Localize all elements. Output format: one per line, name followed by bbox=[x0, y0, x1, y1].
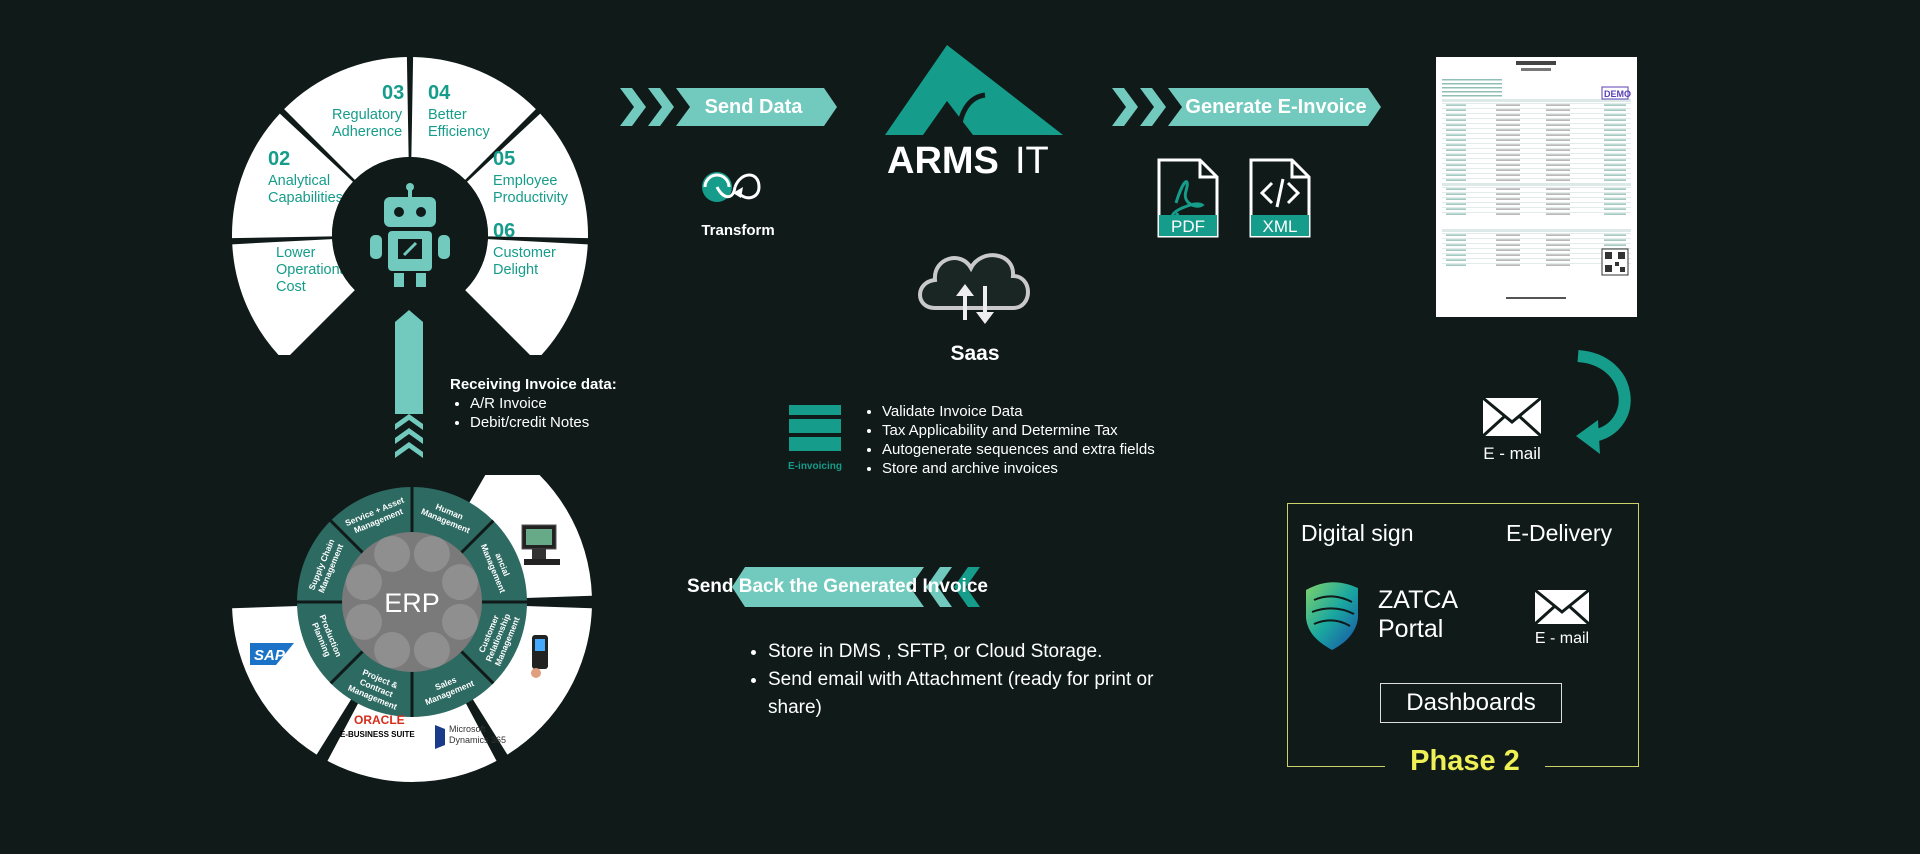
zatca-shield-icon bbox=[1306, 582, 1358, 650]
benefit-text: Lower bbox=[276, 245, 316, 261]
zatca-portal-label: ZATCA Portal bbox=[1378, 586, 1458, 644]
benefits-wheel: 03RegulatoryAdherence04BetterEfficiency0… bbox=[232, 57, 588, 355]
benefit-text: Regulatory bbox=[332, 107, 403, 123]
receiving-title: Receiving Invoice data: bbox=[450, 376, 617, 393]
benefit-text: Employee bbox=[493, 173, 557, 189]
e-invoicing-logo bbox=[789, 405, 841, 451]
benefit-text: Better bbox=[428, 107, 467, 123]
arms-it-logo: ARMS IT bbox=[885, 45, 1063, 178]
generate-einvoice-label: Generate E-Invoice bbox=[1185, 95, 1367, 118]
dynamics-logo-sub: Dynamics 365 bbox=[449, 735, 506, 745]
benefit-sector-04 bbox=[411, 57, 536, 180]
transform-label: Transform bbox=[701, 222, 775, 239]
send-back-arrow bbox=[732, 567, 980, 607]
curved-down-arrow bbox=[1576, 350, 1631, 454]
arms-brand-text: ARMS bbox=[887, 140, 999, 178]
phase2-email-label: E - mail bbox=[1534, 630, 1590, 647]
sap-logo-text: SAP bbox=[254, 647, 286, 664]
delivery-item: Send email with Attachment (ready for pr… bbox=[768, 666, 1208, 722]
benefit-text: Operational bbox=[276, 262, 351, 278]
xml-label: XML bbox=[1263, 217, 1298, 236]
erp-logo-sector bbox=[327, 699, 497, 782]
email-icon bbox=[1481, 396, 1543, 438]
qr-code-icon bbox=[1601, 248, 1629, 276]
benefit-number: 06 bbox=[493, 220, 515, 242]
benefit-number: 05 bbox=[493, 148, 515, 170]
e-delivery-label: E-Delivery bbox=[1506, 520, 1613, 546]
robot-icon bbox=[370, 183, 450, 287]
send-data-label: Send Data bbox=[704, 95, 803, 118]
einvoice-feature: Tax Applicability and Determine Tax bbox=[882, 421, 1155, 440]
receiving-item: A/R Invoice bbox=[470, 394, 710, 413]
e-invoicing-label: E-invoicing bbox=[788, 461, 842, 472]
dashboards-button[interactable]: Dashboards bbox=[1380, 683, 1562, 723]
send-back-label: Send Back the Generated Invoice bbox=[687, 576, 988, 597]
benefit-text: Capabilities bbox=[268, 190, 343, 206]
benefit-sector-01 bbox=[232, 239, 355, 355]
benefit-text: Adherence bbox=[332, 124, 402, 140]
benefit-sector-05 bbox=[467, 113, 588, 239]
digital-sign-label: Digital sign bbox=[1301, 520, 1414, 546]
einvoice-feature-list: Validate Invoice Data Tax Applicability … bbox=[862, 402, 1155, 478]
generate-einvoice-arrow bbox=[1112, 88, 1381, 126]
transform-icon bbox=[702, 172, 761, 202]
benefit-text: Customer bbox=[493, 245, 556, 261]
dynamics-logo-text: Microsoft bbox=[449, 724, 486, 734]
benefit-number: 02 bbox=[268, 148, 290, 170]
cloud-sync-icon bbox=[918, 253, 1030, 324]
saas-label: Saas bbox=[950, 342, 1000, 365]
einvoice-feature: Validate Invoice Data bbox=[882, 402, 1155, 421]
benefit-label-01: 01LowerOperationalCost bbox=[268, 220, 351, 295]
demo-tag: DEMO bbox=[1604, 89, 1631, 99]
pdf-label: PDF bbox=[1171, 217, 1205, 236]
zatca-line2: Portal bbox=[1378, 615, 1444, 643]
benefit-sector-02 bbox=[232, 113, 353, 239]
phase2-title: Phase 2 bbox=[1385, 745, 1545, 778]
invoice-document-lines: DEMO bbox=[1442, 61, 1631, 299]
erp-wheel: HumanManagementancialManagementCustomerR… bbox=[232, 475, 592, 782]
erp-logo-sector bbox=[470, 605, 592, 755]
receiving-item: Debit/credit Notes bbox=[470, 413, 710, 432]
send-data-arrow bbox=[620, 88, 837, 126]
pdf-file-icon: PDF bbox=[1157, 158, 1219, 238]
phase2-email-icon bbox=[1533, 588, 1591, 626]
benefit-sector-06 bbox=[465, 239, 588, 355]
benefit-text: Cost bbox=[276, 279, 306, 295]
upward-arrow bbox=[395, 310, 423, 458]
handheld-scanner-icon bbox=[531, 635, 548, 678]
oracle-logo: ORACLE E-BUSINESS SUITE bbox=[340, 713, 415, 739]
pos-terminal-icon bbox=[521, 524, 560, 565]
einvoice-feature: Autogenerate sequences and extra fields bbox=[882, 440, 1155, 459]
erp-center-label: ERP bbox=[384, 588, 440, 618]
benefit-text: Efficiency bbox=[428, 124, 491, 140]
invoice-document-preview: DEMO bbox=[1436, 57, 1637, 317]
oracle-logo-sub: E-BUSINESS SUITE bbox=[340, 730, 415, 739]
sap-logo: SAP bbox=[250, 643, 294, 665]
benefit-number: 04 bbox=[428, 82, 451, 104]
xml-file-icon: XML bbox=[1249, 158, 1311, 238]
delivery-list: Store in DMS , SFTP, or Cloud Storage. S… bbox=[748, 638, 1208, 722]
it-brand-text: IT bbox=[1015, 140, 1049, 178]
benefit-text: Delight bbox=[493, 262, 538, 278]
benefit-text: Productivity bbox=[493, 190, 569, 206]
zatca-line1: ZATCA bbox=[1378, 586, 1459, 614]
delivery-item: Store in DMS , SFTP, or Cloud Storage. bbox=[768, 638, 1208, 666]
einvoice-feature: Store and archive invoices bbox=[882, 459, 1155, 478]
oracle-logo-text: ORACLE bbox=[354, 713, 405, 727]
receiving-invoice-block: Receiving Invoice data: A/R Invoice Debi… bbox=[450, 376, 710, 432]
email-label: E - mail bbox=[1483, 444, 1541, 463]
benefit-number: 03 bbox=[382, 82, 404, 104]
dynamics-logo: Microsoft Dynamics 365 bbox=[435, 724, 506, 749]
benefit-sector-03 bbox=[284, 57, 409, 180]
benefit-text: Analytical bbox=[268, 173, 330, 189]
